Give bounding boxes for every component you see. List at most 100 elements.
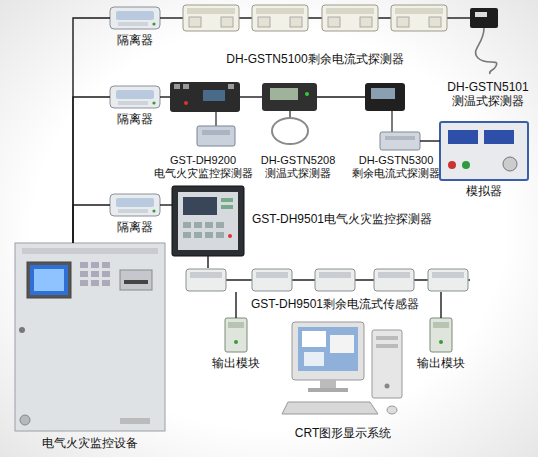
temperature-detector [262,83,317,144]
monitoring-panel [172,186,244,256]
control-cabinet [80,280,88,286]
device-caption: 输出模块 [417,356,465,370]
temperature-sensor [470,8,498,74]
residual-current-detector [221,17,233,27]
residual-current-sensor [319,272,351,278]
device-caption: 模拟器 [466,184,502,198]
isolator-device: 隔离器 [110,86,160,108]
output-module [439,340,443,344]
isolator-device: 隔离器 [110,194,160,216]
temperature-sensor [476,28,497,74]
isolator-device [110,7,160,29]
signal-wire [440,292,441,318]
control-cabinet [102,280,110,286]
residual-current-detector [429,17,441,27]
residual-current-sensor [186,269,226,291]
isolator-device [152,101,155,104]
temperature-sensor: DH-GSTN5101 测温式探测器 [470,8,498,28]
monitoring-detector [170,82,240,146]
residual-current-sensor [315,269,355,291]
computer-illustration [372,330,402,398]
signal-wire [317,96,365,97]
signal-wire [73,97,110,243]
residual-current-detector [252,5,308,31]
temperature-detector: DH-GSTN5208 测温式探测器 [262,83,317,146]
monitoring-panel [216,232,224,238]
computer-display: CRT图形显示系统 [282,322,405,420]
monitoring-detector [202,130,230,135]
isolator-device [110,7,160,29]
signal-wire [160,96,170,97]
residual-current-sensor [315,269,355,291]
residual-current-sensor [378,272,410,278]
residual-current-detector [371,88,395,99]
isolator-device [152,209,155,212]
residual-current-sensor [428,269,468,291]
device-caption: GST-DH9200 电气火灾监控探测器 [151,154,255,180]
residual-current-sensor [186,269,470,291]
residual-current-detector [180,5,450,31]
caption-text: GST-DH9501电气火灾监控探测器 [252,212,432,226]
monitoring-panel [216,222,224,228]
isolator-device [110,86,160,108]
isolator-device: 隔离器 [110,7,160,29]
residual-current-detector [391,5,447,31]
output-module: 输出模块 [430,318,452,352]
signal-wire [160,17,180,18]
control-cabinet [15,243,165,431]
residual-current-sensor [428,269,468,291]
monitoring-detector [197,126,235,146]
control-cabinet [22,248,158,254]
caption-text: 隔离器 [117,220,153,234]
monitoring-panel [194,222,202,228]
monitoring-detector [174,84,180,89]
device-caption: DH-GSTN5300 剩余电流式探测器 [350,154,442,180]
caption-text: CRT图形显示系统 [295,426,391,440]
device-caption: 电气火灾监控设备 [42,436,138,450]
signal-wire [450,17,470,18]
detector-group: DH-GSTN5100剩余电流式探测器 [180,4,450,32]
isolator-device [118,101,148,105]
computer-illustration [308,388,348,392]
output-module [433,322,449,328]
caption-text: DH-GSTN5101 测温式探测器 [447,80,528,108]
signal-wire [73,205,110,243]
signal-wire [240,96,262,97]
simulator-box: 模拟器 [440,122,528,180]
residual-current-sensor [374,269,414,291]
temperature-detector [262,83,317,111]
device-caption: 隔离器 [117,220,153,234]
temperature-detector [270,88,298,100]
simulator-box [503,157,517,171]
control-cabinet [27,262,71,298]
computer-illustration [385,384,390,389]
computer-illustration [282,402,378,414]
residual-current-detector [360,17,372,27]
simulator-box [440,122,528,180]
monitoring-panel [178,192,238,250]
control-cabinet [102,271,110,277]
monitoring-detector [203,90,225,101]
simulator-box [484,130,514,144]
output-module [228,322,244,328]
residual-current-sensor [186,269,226,291]
monitoring-panel [183,222,191,228]
residual-current-detector [391,111,392,132]
caption-text: DH-GSTN5100剩余电流式探测器 [226,52,403,66]
monitoring-panel [228,234,232,238]
residual-current-detector [397,17,409,27]
output-module [430,318,452,352]
isolator-device [110,86,160,108]
control-cabinet [30,265,68,295]
residual-current-detector [365,83,405,111]
computer-illustration [298,327,358,371]
temperature-detector [305,92,309,96]
computer-illustration [292,322,364,380]
monitoring-panel [221,198,233,202]
simulator-box [448,130,478,144]
residual-current-detector [365,83,420,150]
device-caption: DH-GSTN5208 测温式探测器 [258,154,338,180]
